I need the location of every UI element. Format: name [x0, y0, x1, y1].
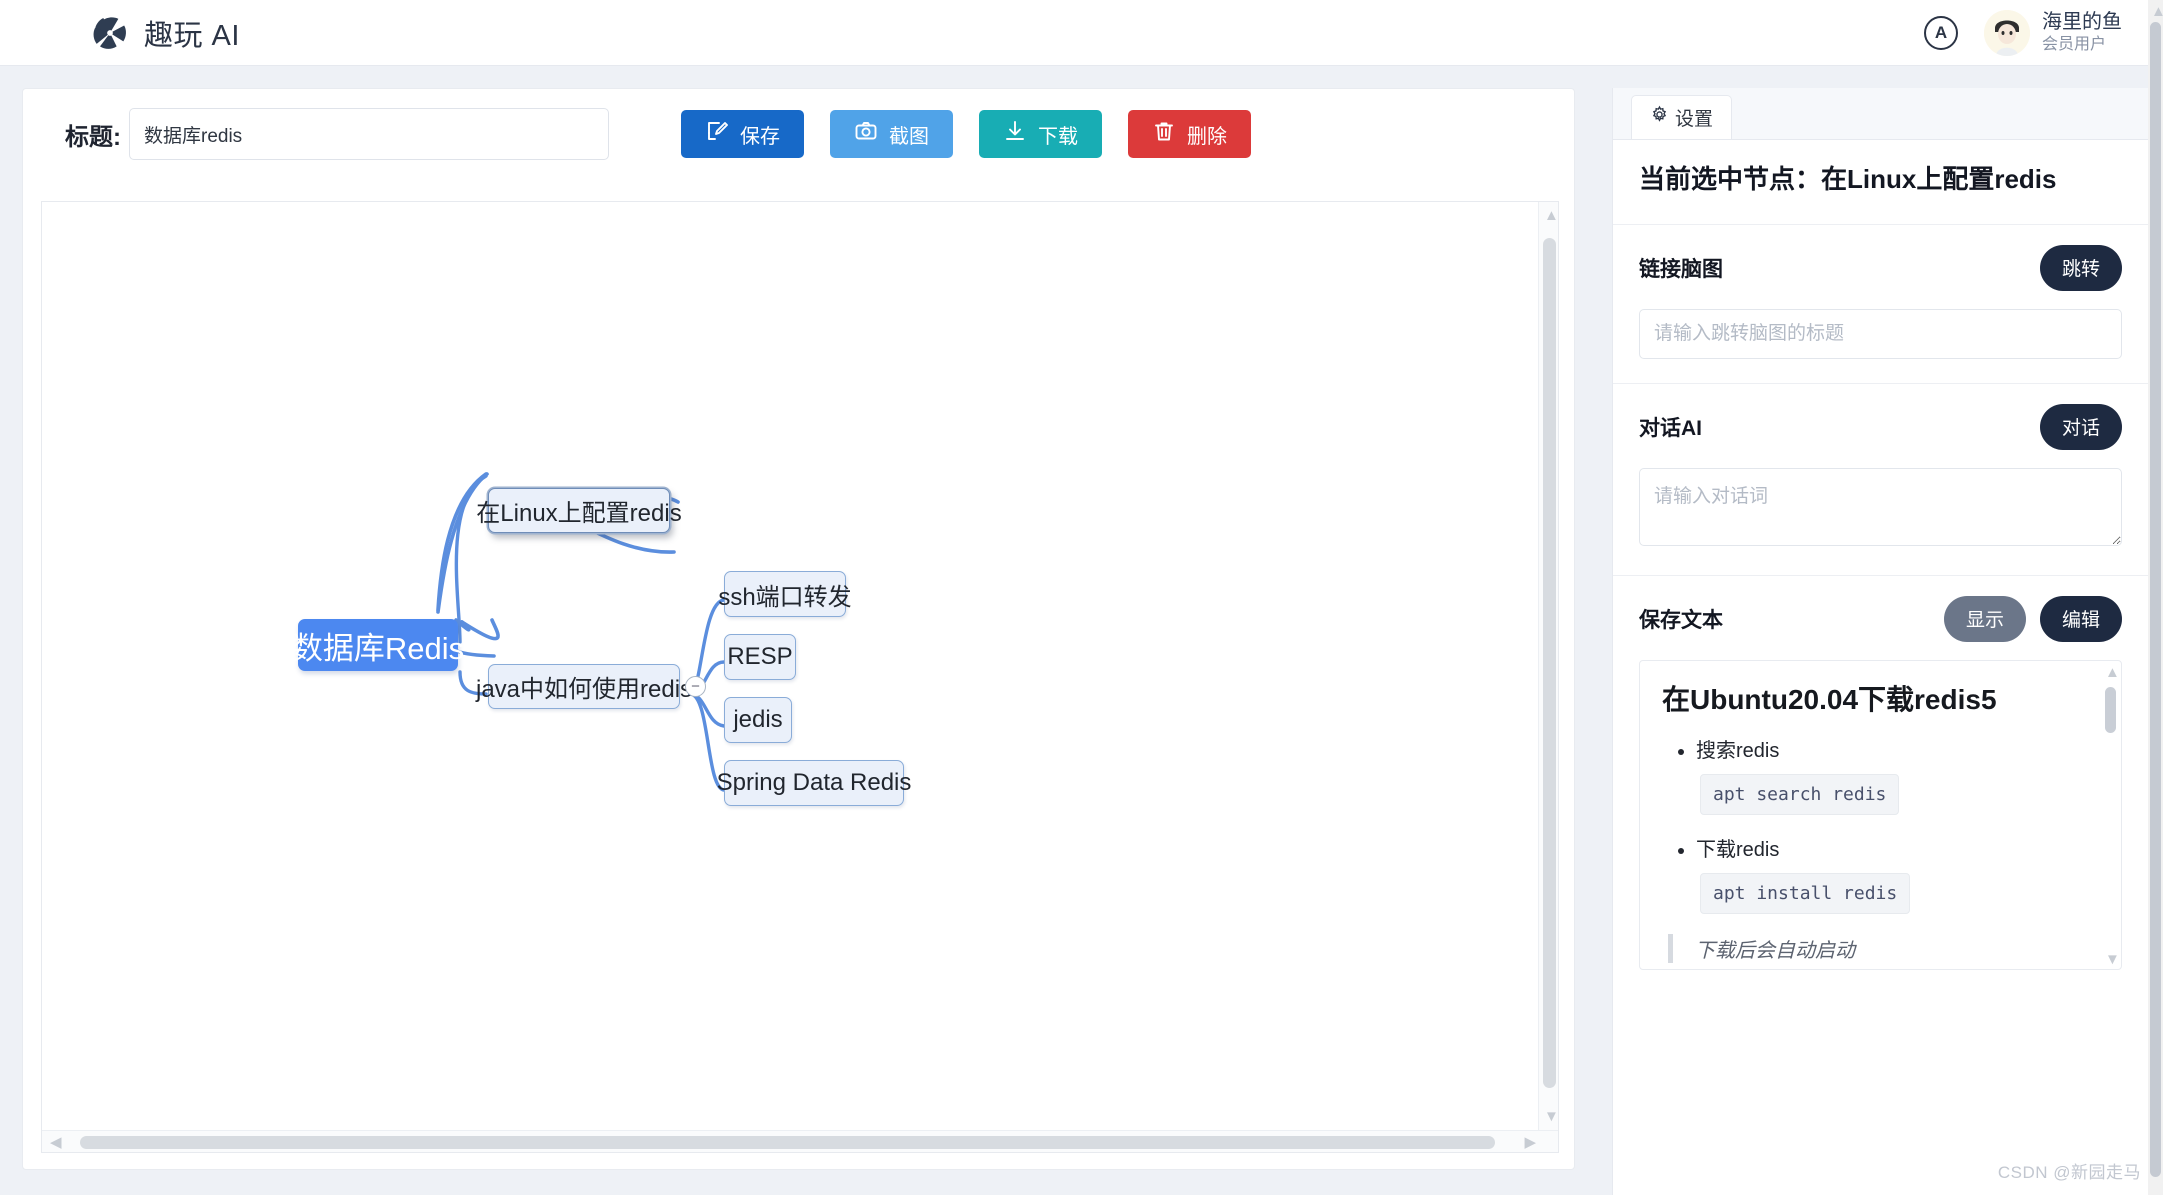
content-list: 搜索redis apt search redis 下载redis apt ins… [1662, 736, 2095, 930]
settings-panel: 设置 当前选中节点：在Linux上配置redis 链接脑图 跳转 对话AI 对话… [1612, 88, 2148, 1195]
panel-tabstrip: 设置 [1613, 88, 2148, 140]
chat-prompt-input[interactable] [1639, 467, 2122, 546]
pinwheel-logo-icon [90, 13, 130, 53]
header-right: A 海里的鱼 会员用户 [1924, 9, 2122, 56]
show-button[interactable]: 显示 [1943, 595, 2026, 642]
content-scrollbar[interactable]: ▲ ▼ [2102, 663, 2120, 968]
title-label: 标题: [65, 123, 121, 151]
collapse-toggle-label: − [691, 678, 700, 695]
pinwheel-logo-svg [93, 16, 126, 49]
chat-button[interactable]: 对话 [2039, 403, 2122, 450]
scroll-left-arrow-icon[interactable]: ◀ [50, 1134, 62, 1151]
avatar-svg [1984, 9, 2030, 56]
scroll-down-arrow-icon[interactable]: ▼ [1544, 1108, 1559, 1125]
canvas-vscroll-thumb[interactable] [1543, 238, 1556, 1088]
link-section-title: 链接脑图 [1639, 257, 1723, 281]
page-scroll-thumb[interactable] [2150, 22, 2161, 1177]
editor-toolbar: 标题: 保存 [23, 89, 1574, 179]
content-scroll-down-arrow-icon[interactable]: ▼ [2105, 950, 2120, 968]
link-mindmap-section: 链接脑图 跳转 [1613, 225, 2148, 384]
page-scroll-up-arrow-icon[interactable]: ▲ [2151, 3, 2163, 20]
user-role: 会员用户 [2042, 36, 2107, 53]
saved-text-content[interactable]: 在Ubuntu20.04下载redis5 搜索redis apt search … [1639, 659, 2122, 970]
link-section-actions: 跳转 [2039, 244, 2122, 291]
tab-settings-label: 设置 [1675, 109, 1714, 130]
canvas-horizontal-scrollbar[interactable]: ◀ ▶ [42, 1130, 1558, 1152]
user-menu[interactable]: 海里的鱼 会员用户 [1984, 9, 2122, 56]
chat-section-header: 对话AI 对话 [1639, 403, 2122, 450]
gear-icon [1650, 105, 1669, 130]
brand[interactable]: 趣玩 AI [90, 12, 240, 54]
scroll-up-arrow-icon[interactable]: ▲ [1544, 207, 1559, 224]
content-scroll-thumb[interactable] [2105, 686, 2116, 733]
camera-icon [854, 119, 878, 149]
page-scrollbar[interactable]: ▲ [2148, 0, 2163, 1195]
mindmap-leaf-jedis[interactable]: jedis [724, 697, 792, 743]
tab-settings[interactable]: 设置 [1631, 95, 1733, 139]
jump-button[interactable]: 跳转 [2039, 244, 2122, 291]
saved-text-actions: 显示 编辑 [1943, 595, 2122, 642]
editor-card: 标题: 保存 [22, 88, 1575, 1170]
trash-icon [1152, 119, 1176, 149]
link-title-input[interactable] [1639, 308, 2122, 359]
mindmap-node-label: jedis [733, 706, 783, 733]
mindmap-node-linux-config[interactable]: 在Linux上配置redis [476, 488, 682, 533]
saved-text-header: 保存文本 显示 编辑 [1639, 595, 2122, 642]
code-snippet: apt install redis [1700, 872, 1911, 914]
mindmap-graph: 数据库Redis 在Linux上配置redis java中如何使用redis −… [42, 202, 1542, 1132]
link-section-header: 链接脑图 跳转 [1639, 244, 2122, 291]
saved-text-section: 保存文本 显示 编辑 在Ubuntu20.04下载redis5 搜索redis … [1613, 576, 2148, 994]
edit-button[interactable]: 编辑 [2039, 595, 2122, 642]
collapse-toggle[interactable]: − [685, 676, 706, 697]
watermark: CSDN @新园走马 [1997, 1163, 2141, 1182]
title-input[interactable] [129, 108, 609, 160]
mindmap-node-java-usage[interactable]: java中如何使用redis [476, 664, 692, 709]
delete-button[interactable]: 删除 [1128, 110, 1251, 158]
content-scroll-up-arrow-icon[interactable]: ▲ [2105, 663, 2120, 681]
pencil-square-icon [705, 119, 729, 149]
list-item-label: 搜索redis [1696, 739, 1780, 762]
content-heading: 在Ubuntu20.04下载redis5 [1662, 683, 1997, 715]
save-button-label: 保存 [740, 125, 780, 148]
scroll-right-arrow-icon[interactable]: ▶ [1524, 1134, 1536, 1151]
content-blockquote: 下载后会自动启动 [1668, 933, 2095, 963]
save-button[interactable]: 保存 [681, 110, 804, 158]
selected-node-heading: 当前选中节点：在Linux上配置redis [1613, 140, 2148, 225]
canvas-hscroll-thumb[interactable] [80, 1136, 1495, 1149]
canvas-vertical-scrollbar[interactable]: ▲ ▼ [1538, 202, 1558, 1152]
mindmap-node-label: RESP [727, 643, 793, 670]
mindmap-node-label: java中如何使用redis [475, 676, 693, 703]
account-badge-icon[interactable]: A [1924, 15, 1958, 50]
list-item: 搜索redis apt search redis [1696, 736, 2095, 831]
mindmap-node-label: 在Linux上配置redis [476, 500, 682, 527]
user-name: 海里的鱼 [2042, 11, 2122, 33]
list-item: 下载redis apt install redis [1696, 835, 2095, 930]
mindmap-canvas[interactable]: 数据库Redis 在Linux上配置redis java中如何使用redis −… [41, 201, 1559, 1153]
screenshot-button[interactable]: 截图 [830, 110, 953, 158]
user-meta: 海里的鱼 会员用户 [2042, 10, 2122, 55]
code-snippet: apt search redis [1700, 773, 1900, 815]
chat-section-actions: 对话 [2039, 403, 2122, 450]
mindmap-root-label: 数据库Redis [291, 630, 465, 666]
toolbar-buttons: 保存 截图 下载 [681, 110, 1251, 158]
mindmap-node-label: ssh端口转发 [718, 583, 852, 611]
screenshot-button-label: 截图 [889, 125, 929, 148]
mindmap-leaf-resp[interactable]: RESP [724, 634, 796, 680]
avatar [1984, 9, 2030, 56]
saved-text-title: 保存文本 [1639, 608, 1723, 632]
delete-button-label: 删除 [1187, 125, 1227, 148]
list-item-label: 下载redis [1696, 838, 1780, 861]
account-badge-letter: A [1934, 22, 1948, 42]
chat-ai-section: 对话AI 对话 [1613, 384, 2148, 576]
mindmap-node-label: Spring Data Redis [716, 769, 912, 796]
app-header: 趣玩 AI A 海里的鱼 会员用户 [0, 0, 2148, 66]
download-button[interactable]: 下载 [979, 110, 1102, 158]
download-icon [1003, 119, 1027, 149]
mindmap-leaf-ssh[interactable]: ssh端口转发 [718, 571, 852, 617]
mindmap-root-node[interactable]: 数据库Redis [292, 619, 464, 671]
chat-section-title: 对话AI [1639, 416, 1702, 440]
download-button-label: 下载 [1038, 125, 1078, 148]
mindmap-leaf-spring-data-redis[interactable]: Spring Data Redis [717, 760, 911, 806]
brand-name: 趣玩 AI [144, 19, 240, 52]
